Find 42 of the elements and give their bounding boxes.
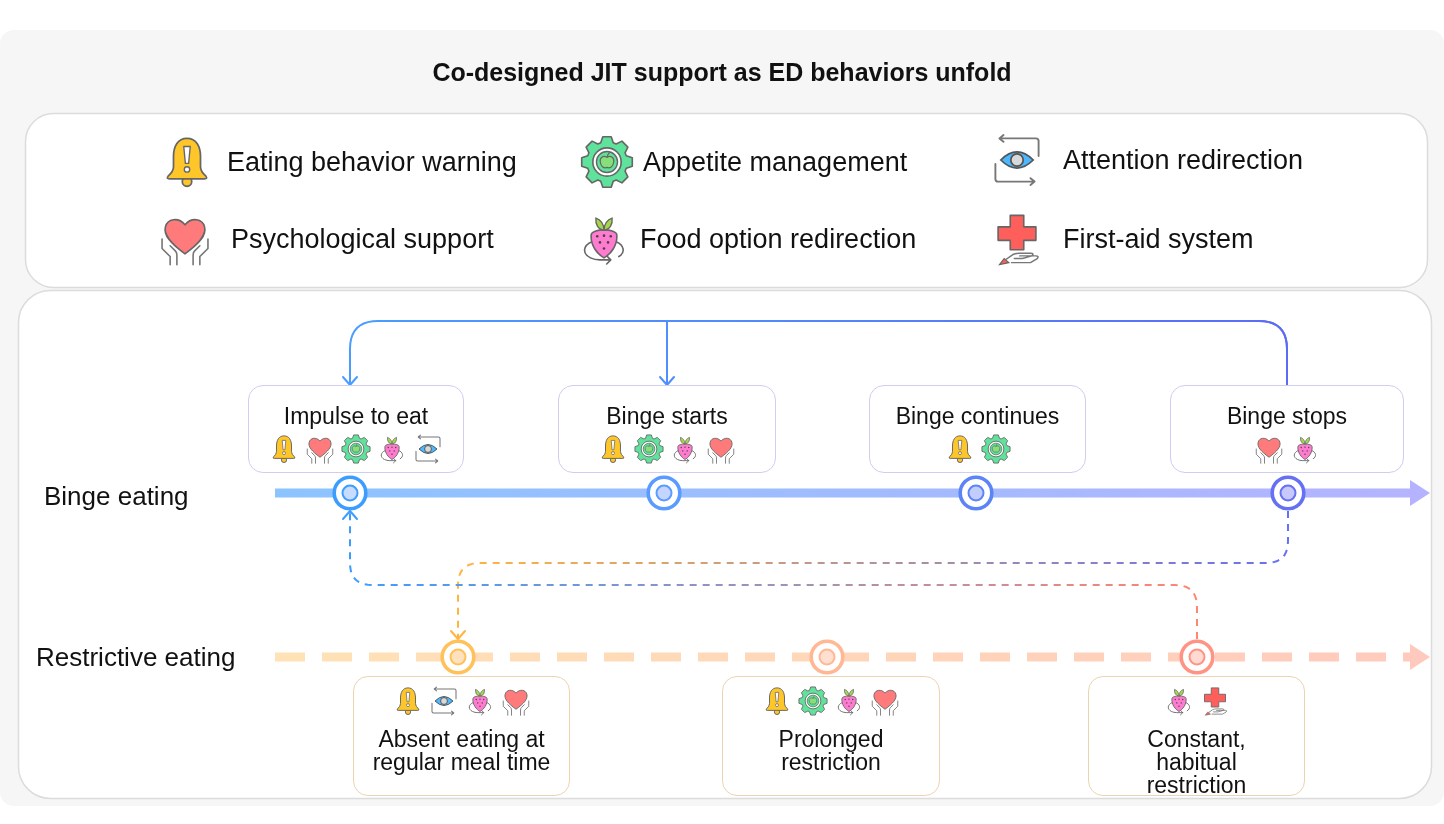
warning-bell-icon xyxy=(598,434,628,464)
stage-box xyxy=(1088,676,1305,796)
milestone-marker xyxy=(1179,639,1215,675)
stage-label: Prolonged restriction xyxy=(777,728,885,774)
stage-label: Constant, habitual restriction xyxy=(1145,728,1248,797)
legend-label: Psychological support xyxy=(231,223,494,255)
milestone-marker xyxy=(958,475,994,511)
stage-label: Binge stops xyxy=(1226,403,1348,430)
legend-label: Attention redirection xyxy=(1063,144,1304,176)
row-label: Restrictive eating xyxy=(36,641,236,673)
eye-arrows-icon xyxy=(428,686,459,716)
eye-arrows-icon xyxy=(413,434,443,464)
stage-box xyxy=(1170,385,1404,473)
stage-box xyxy=(558,385,776,473)
stage-box xyxy=(248,385,464,473)
warning-bell-icon xyxy=(762,686,792,716)
row-label: Binge eating xyxy=(44,480,189,512)
legend-label: First-aid system xyxy=(1063,223,1254,255)
milestone-marker xyxy=(1270,475,1306,511)
gear-icon xyxy=(634,434,664,464)
warning-bell-icon xyxy=(269,434,299,464)
legend-label: Eating behavior warning xyxy=(227,146,517,178)
gear-icon xyxy=(341,434,371,464)
dashed-arrow xyxy=(450,510,1289,640)
dashed-arrow xyxy=(342,510,1198,640)
stage-box xyxy=(353,676,570,796)
stage-label: Impulse to eat xyxy=(283,403,429,430)
stage-box xyxy=(869,385,1086,473)
stage-label: Absent eating at regular meal time xyxy=(371,728,552,774)
milestone-marker xyxy=(646,475,682,511)
gear-icon xyxy=(798,686,828,716)
gear-icon xyxy=(980,434,1011,464)
diagram-title: Co-designed JIT support as ED behaviors unfold xyxy=(432,58,1012,86)
legend-label: Food option redirection xyxy=(640,223,917,255)
legend-label: Appetite management xyxy=(643,146,908,178)
milestone-marker xyxy=(332,475,368,511)
milestone-marker xyxy=(440,639,476,675)
milestone-marker xyxy=(809,639,845,675)
stage-box xyxy=(722,676,940,796)
stage-label: Binge starts xyxy=(606,403,728,430)
stage-label: Binge continues xyxy=(895,403,1060,430)
arrow xyxy=(659,320,1288,386)
